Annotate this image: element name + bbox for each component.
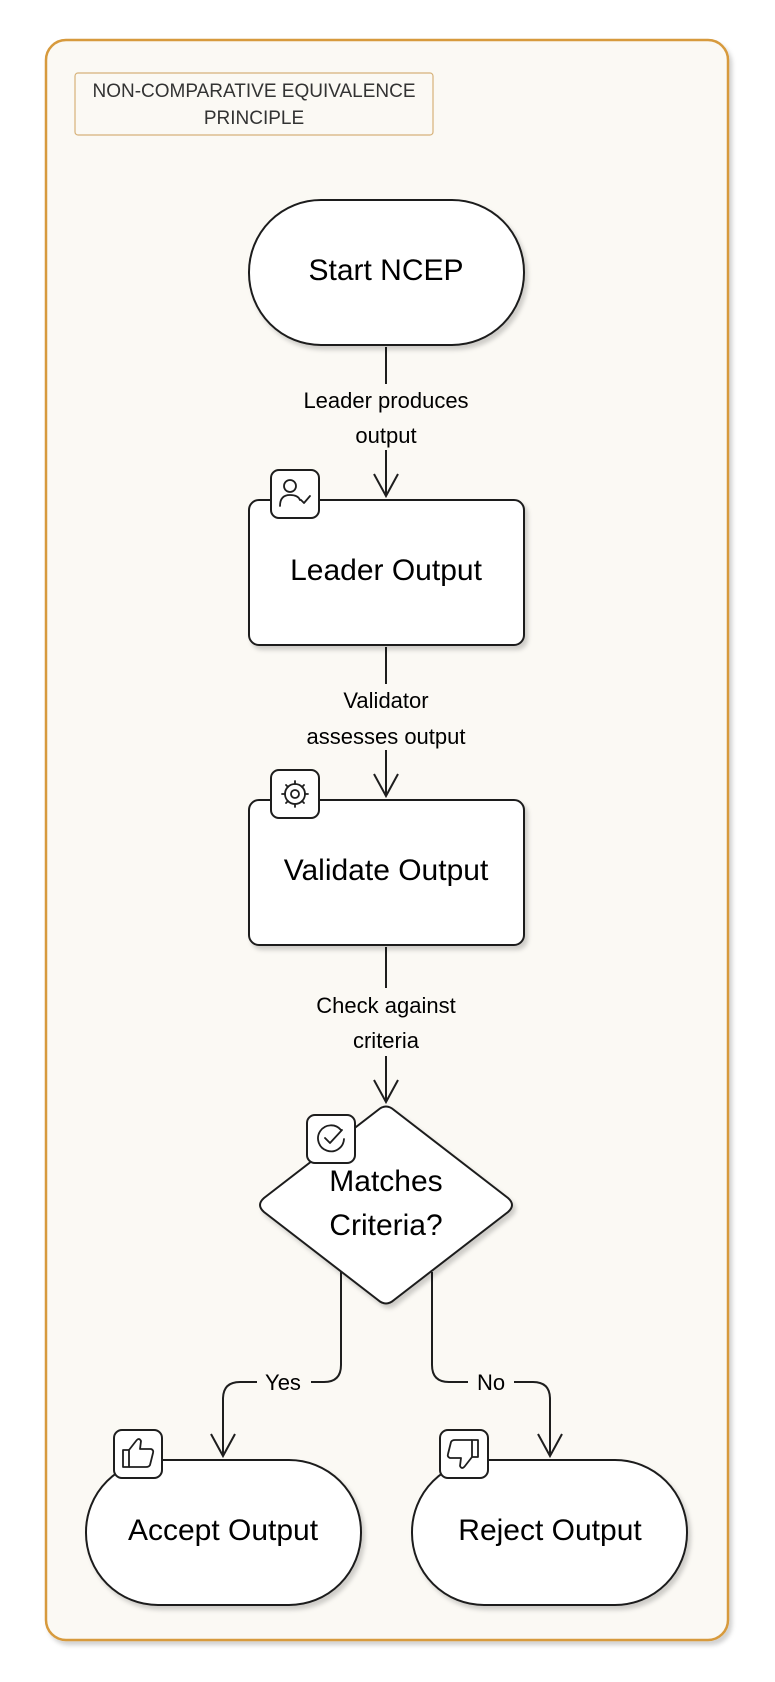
edge-yes: [210, 1272, 342, 1459]
edge-leader-to-validate: [373, 647, 399, 799]
edge-label-yes: Yes: [265, 1370, 301, 1395]
thumbs-up-icon: [113, 1429, 163, 1479]
node-reject-output-label: Reject Output: [458, 1514, 642, 1547]
node-start[interactable]: [248, 199, 525, 346]
node-accept-output-label: Accept Output: [128, 1514, 319, 1547]
edge-label-check-against: Check against: [316, 993, 455, 1018]
circle-check-icon: [306, 1114, 356, 1164]
edge-label-assesses-output: assesses output: [307, 724, 466, 749]
gear-icon: [270, 769, 320, 819]
user-check-icon: [270, 469, 320, 519]
node-accept-output[interactable]: [85, 1459, 362, 1606]
node-decision-label-line1: Matches: [329, 1165, 442, 1198]
node-decision-label-line2: Criteria?: [329, 1209, 442, 1242]
edge-label-validator: Validator: [343, 688, 428, 713]
group-title-box: [74, 72, 434, 136]
node-validate-output[interactable]: [248, 799, 525, 946]
node-validate-output-label: Validate Output: [284, 854, 489, 887]
group-title-line2: PRINCIPLE: [204, 108, 304, 129]
edge-validate-to-decision: [373, 947, 399, 1105]
thumbs-down-icon: [439, 1429, 489, 1479]
node-start-label: Start NCEP: [308, 254, 463, 287]
node-reject-output[interactable]: [411, 1459, 688, 1606]
edge-label-no: No: [477, 1370, 505, 1395]
node-leader-output[interactable]: [248, 499, 525, 646]
group-title-line1: NON-COMPARATIVE EQUIVALENCE: [92, 81, 415, 102]
edge-start-to-leader: [373, 347, 399, 499]
edge-label-leader-produces: Leader produces: [303, 388, 468, 413]
edge-no: [431, 1272, 563, 1459]
edge-label-criteria: criteria: [353, 1028, 420, 1053]
edge-label-output: output: [355, 423, 416, 448]
node-leader-output-label: Leader Output: [290, 554, 482, 587]
